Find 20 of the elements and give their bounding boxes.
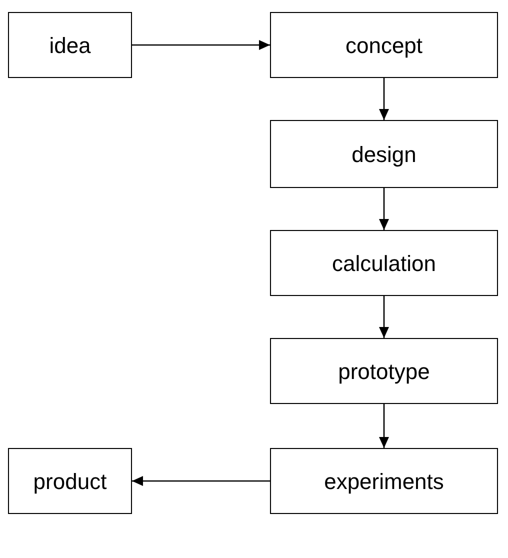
process-box (270, 12, 498, 78)
arrow (132, 476, 270, 486)
arrow (132, 40, 270, 50)
arrow (379, 78, 389, 120)
arrow (379, 188, 389, 230)
arrow (379, 404, 389, 448)
box-label: idea (49, 32, 91, 60)
box-label: prototype (338, 358, 430, 386)
process-box (270, 338, 498, 404)
process-box (8, 448, 132, 514)
arrow (379, 296, 389, 338)
process-box (8, 12, 132, 78)
box-label: calculation (332, 250, 436, 278)
process-box (270, 448, 498, 514)
box-label: design (352, 140, 416, 169)
process-box (270, 120, 498, 188)
box-label: product (33, 468, 107, 496)
box-label: experiments (324, 468, 444, 496)
process-box (270, 230, 498, 296)
box-label: concept (345, 32, 423, 60)
